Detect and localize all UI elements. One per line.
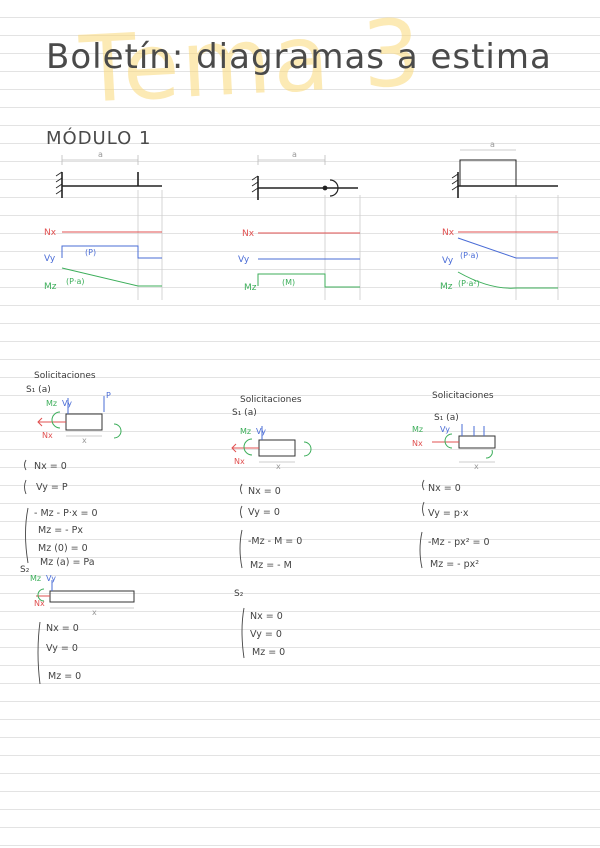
section-2-heading: Solicitaciones [240, 395, 302, 405]
equation-braces [24, 459, 425, 685]
page-title: Boletín: diagramas a estima [46, 37, 552, 77]
section-3-eq-3: -Mz - px² = 0 [428, 537, 490, 548]
section-3-eq-2: Vy = p·x [428, 508, 469, 519]
fbd-section-1 [37, 396, 122, 439]
mz-label-3: Mz [440, 282, 453, 292]
mz-value-2: (M) [282, 278, 295, 287]
dim-labels: a a a [98, 140, 495, 159]
section-2-eq-2: Vy = 0 [248, 507, 280, 518]
fbd1-nx-label: Nx [42, 431, 53, 440]
vy-value-3: (P·a) [460, 251, 479, 260]
beam-1 [55, 171, 162, 198]
fbd2-mz-label: Mz [240, 427, 252, 436]
section-2-cut: S₁ (a) [232, 408, 257, 418]
fbd3-x-label: x [474, 462, 479, 471]
mz-label-1: Mz [44, 282, 57, 292]
fbd1-mz-label: Mz [46, 399, 58, 408]
vy-label-2: Vy [238, 255, 250, 265]
vy-value-1: (P) [85, 248, 96, 257]
fbd-section-2 [231, 426, 312, 463]
fbd3-mz-label: Mz [412, 425, 424, 434]
section-1-cut-2: S₂ [20, 565, 30, 575]
section-2-eq2-3: Mz = 0 [252, 647, 286, 658]
nx-label-1: Nx [44, 228, 57, 238]
section-1-eq-4: Mz = - Px [38, 525, 83, 536]
fbd2-nx-label: Nx [234, 457, 245, 466]
section-1-eq-2: Vy = P [36, 482, 68, 493]
section-1-eq2-3: Mz = 0 [48, 671, 82, 682]
fbd3-nx-label: Nx [412, 439, 423, 448]
dimension-marks [61, 149, 516, 165]
guide-lines [137, 190, 559, 300]
dim-a-3: a [490, 140, 495, 149]
section-1-eq2-1: Nx = 0 [46, 623, 79, 634]
mz-line-2 [257, 273, 360, 288]
section-2-eq2-1: Nx = 0 [250, 611, 283, 622]
beam-2 [251, 175, 358, 200]
section-3-eq-1: Nx = 0 [428, 483, 461, 494]
fbd1b-vy-label: Vy [46, 574, 56, 583]
section-1-cut: S₁ (a) [26, 385, 51, 395]
fbd1-x-label: x [82, 436, 87, 445]
section-2-eq-4: Mz = - M [250, 560, 292, 571]
mz-label-2: Mz [244, 283, 257, 293]
mz-line-1 [61, 267, 162, 287]
fbd-section-1-cut-2 [36, 580, 135, 609]
fbd1b-mz-label: Mz [30, 574, 42, 583]
section-2-cut-2: S₂ [234, 589, 244, 599]
section-1-eq-6: Mz (a) = Pa [40, 557, 95, 568]
dim-a-1: a [98, 150, 103, 159]
section-1-eq2-2: Vy = 0 [46, 643, 78, 654]
nx-label-2: Nx [242, 229, 255, 239]
vy-label-1: Vy [44, 254, 56, 264]
fbd-section-3 [432, 424, 496, 463]
nx-label-3: Nx [442, 228, 455, 238]
fbd3-vy-label: Vy [440, 425, 450, 434]
section-1-eq-3: - Mz - P·x = 0 [34, 508, 98, 519]
vy-line-1 [61, 245, 162, 259]
fbd2-vy-label: Vy [256, 427, 266, 436]
mz-line-3 [457, 271, 558, 289]
fbd1-force-label: P [106, 391, 111, 400]
section-1-heading: Solicitaciones [34, 371, 96, 381]
mz-value-1: (P·a) [66, 277, 85, 286]
vy-line-3 [457, 237, 558, 259]
fbd1b-nx-label: Nx [34, 599, 45, 608]
vy-label-3: Vy [442, 256, 454, 266]
section-2-eq-1: Nx = 0 [248, 486, 281, 497]
section-3-heading: Solicitaciones [432, 391, 494, 401]
section-2-eq2-2: Vy = 0 [250, 629, 282, 640]
mz-value-3: (P·a²) [458, 279, 480, 288]
fbd2-x-label: x [276, 462, 281, 471]
fbd1b-x-label: x [92, 608, 97, 617]
section-3-cut: S₁ (a) [434, 413, 459, 423]
dim-a-2: a [292, 150, 297, 159]
section-3-eq-4: Mz = - px² [430, 559, 480, 570]
section-1-eq-5: Mz (0) = 0 [38, 543, 88, 554]
section-2-eq-3: -Mz - M = 0 [248, 536, 303, 547]
beam-3 [451, 159, 558, 198]
module-heading: MÓDULO 1 [46, 128, 152, 149]
fbd1-vy-label: Vy [62, 399, 72, 408]
section-1-eq-1: Nx = 0 [34, 461, 67, 472]
